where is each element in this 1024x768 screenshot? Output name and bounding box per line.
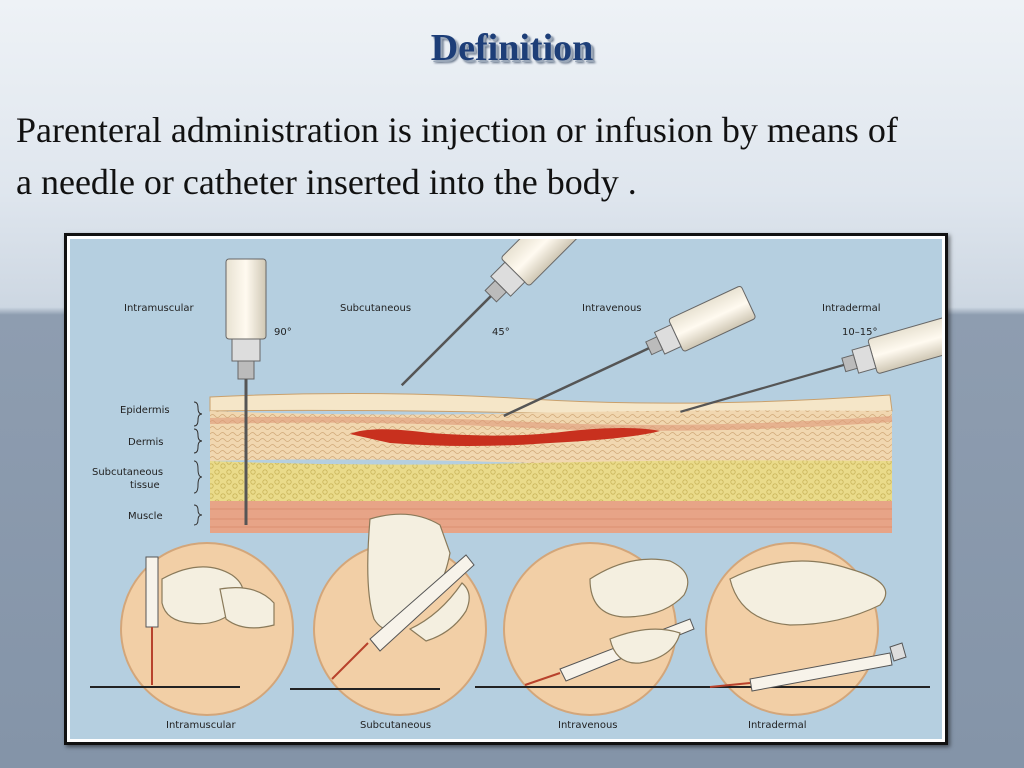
layer-label-tissue: tissue	[130, 480, 160, 491]
route-label-intramuscular: Intramuscular	[124, 303, 194, 314]
syringe-intravenous	[503, 285, 756, 418]
bottom-labels: Intramuscular Subcutaneous Intravenous I…	[166, 720, 807, 731]
skin-cross-section	[209, 392, 893, 533]
layer-labels: Epidermis Dermis Subcutaneous tissue Mus…	[92, 401, 203, 526]
angle-label-intradermal: 10–15°	[842, 327, 877, 338]
definition-line-1: Parenteral administration is injection o…	[16, 110, 898, 150]
route-label-subcutaneous: Subcutaneous	[340, 303, 411, 314]
layer-label-dermis: Dermis	[128, 437, 164, 448]
bottom-label-intramuscular: Intramuscular	[166, 720, 236, 731]
blood-vessel	[350, 428, 660, 446]
injection-diagram: Epidermis Dermis Subcutaneous tissue Mus…	[70, 239, 942, 739]
vignette-intramuscular	[90, 542, 294, 716]
bottom-label-intradermal: Intradermal	[748, 720, 807, 731]
angle-label-subcutaneous: 45°	[492, 327, 510, 338]
bottom-label-subcutaneous: Subcutaneous	[360, 720, 431, 731]
layer-label-muscle: Muscle	[128, 511, 163, 522]
syringe-intradermal	[680, 317, 942, 413]
syringe-subcutaneous	[400, 239, 585, 387]
vignette-intradermal	[630, 542, 930, 716]
bottom-label-intravenous: Intravenous	[558, 720, 618, 731]
vignette-intravenous	[475, 542, 695, 716]
definition-text: Parenteral administration is injection o…	[16, 104, 1016, 208]
layer-label-epidermis: Epidermis	[120, 405, 170, 416]
angle-label-intramuscular: 90°	[274, 327, 292, 338]
syringe-intramuscular	[225, 258, 267, 525]
route-label-intradermal: Intradermal	[822, 303, 881, 314]
route-label-intravenous: Intravenous	[582, 303, 642, 314]
vignette-subcutaneous	[290, 513, 487, 716]
slide-title: Definition	[430, 27, 594, 69]
injection-routes-figure: Epidermis Dermis Subcutaneous tissue Mus…	[64, 233, 948, 745]
layer-label-subcutaneous: Subcutaneous	[92, 467, 163, 478]
definition-line-2: a needle or catheter inserted into the b…	[16, 162, 637, 202]
